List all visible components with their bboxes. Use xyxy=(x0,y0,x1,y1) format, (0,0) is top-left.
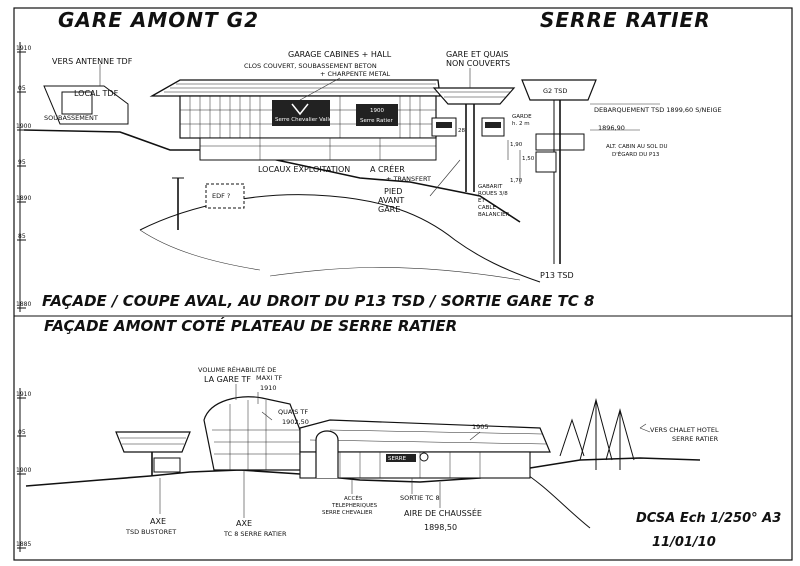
label-gabarit-3: ET xyxy=(478,198,485,204)
g2-tsd-label: G2 TSD xyxy=(543,87,567,95)
scale-tick-label: 1900 xyxy=(16,467,31,474)
label-antenna: VERS ANTENNE TDF xyxy=(52,57,133,66)
label-p13: P13 TSD xyxy=(540,271,574,280)
scale-tick-label: 1910 xyxy=(16,45,31,52)
top-elevation-drawing: Serre Chevalier Vallée 1900 Serre Ratier… xyxy=(23,50,722,283)
scale-tick-label: 85 xyxy=(18,233,26,240)
bottom-elevation-drawing: SERRE VOLUME RÉHABILITÉ DE LA GARE TF MA… xyxy=(25,365,719,538)
edf-label: EDF ? xyxy=(212,192,230,200)
chair-lift-seat xyxy=(153,457,181,473)
arched-entrance xyxy=(315,430,339,478)
label-aire-value: 1898,50 xyxy=(424,523,457,532)
facade-sign-right xyxy=(356,104,398,126)
label-local-tdf: LOCAL TDF xyxy=(74,89,119,98)
label-a-creer: A CRÉER xyxy=(370,163,405,174)
label-elevation-1905: 1905 xyxy=(472,423,489,431)
label-serre-ratier: SERRE RATIER xyxy=(672,435,719,443)
dimension-label: 1,70 xyxy=(510,178,523,184)
edf-box xyxy=(205,183,245,209)
scale-tick-label: 1880 xyxy=(16,301,31,308)
label-axe-tsd: AXE xyxy=(150,517,166,526)
scale-tick-label: 1910 xyxy=(16,391,31,398)
terrain-line xyxy=(23,129,521,223)
sheet-border xyxy=(13,7,793,561)
scale-tick-label: 05 xyxy=(18,429,26,436)
cabin-number: 28 xyxy=(458,128,465,134)
tsd-station xyxy=(115,431,191,453)
label-garde-value: h. 2 m xyxy=(512,121,530,127)
g2-tsd-head xyxy=(521,79,597,101)
drawing-date: 11/01/10 xyxy=(652,535,716,550)
bottom-section-title: FAÇADE AMONT COTÉ PLATEAU DE SERRE RATIE… xyxy=(44,316,457,335)
label-alt-cabin: ALT. CABIN AU SOL DU xyxy=(606,144,668,150)
label-gabarit: GABARIT xyxy=(478,184,503,190)
scale-tick-label: 1885 xyxy=(16,541,31,548)
label-debarquement: DEBARQUEMENT TSD 1899,60 S/NEIGE xyxy=(594,106,722,114)
dimension-label: 1,50 xyxy=(522,156,535,162)
label-elevation-1896: 1896,90 xyxy=(598,124,625,132)
label-charpente: + CHARPENTE METAL xyxy=(320,70,391,78)
sheet-title: GARE AMONT G2 xyxy=(58,8,259,32)
top-section-title: FAÇADE / COUPE AVAL, AU DROIT DU P13 TSD… xyxy=(42,292,594,310)
label-locaux: LOCAUX EXPLOITATION xyxy=(258,165,350,174)
label-gare-tf: LA GARE TF xyxy=(204,375,251,384)
label-gabarit-4: CABLE xyxy=(478,205,496,211)
label-acces: ACCÈS xyxy=(344,494,363,502)
scale-tick-label: 1900 xyxy=(16,123,31,130)
label-quais-tf: QUAIS TF xyxy=(278,408,308,416)
label-gare-quais: GARE ET QUAIS xyxy=(446,50,508,59)
label-quais-value: 1902,50 xyxy=(282,418,309,426)
label-pied: PIED xyxy=(384,187,402,196)
drawing-signature-scale: DCSA Ech 1/250° A3 xyxy=(636,511,781,526)
chair-lift-seat xyxy=(535,151,557,173)
label-garage: GARAGE CABINES + HALL xyxy=(288,50,392,59)
label-garde: GARDE xyxy=(512,114,532,120)
label-maxi-tf: MAXI TF xyxy=(256,374,282,382)
label-sortie-tc8: SORTIE TC 8 xyxy=(400,494,440,502)
label-vers-chalet: VERS CHALET HOTEL xyxy=(650,426,719,434)
label-gabarit-5: BALANCIER xyxy=(478,212,510,218)
main-roof xyxy=(299,419,551,453)
label-gabarit-2: ROUES 3/8 xyxy=(478,191,508,197)
label-telepheriques: TELEPHERIQUES xyxy=(331,503,378,509)
label-transfert: + TRANSFERT xyxy=(386,175,431,183)
building-base xyxy=(199,137,437,161)
tsd-station-roof xyxy=(432,87,516,105)
label-gare: GARE xyxy=(378,205,400,214)
site-name: SERRE RATIER xyxy=(540,8,711,32)
label-non-couverts: NON COUVERTS xyxy=(446,59,510,68)
label-axe-tc8-name: TC 8 SERRE RATIER xyxy=(223,530,287,538)
elevation-scale-bottom: 1910 05 1900 1885 xyxy=(16,388,31,552)
sign-text: Serre Chevalier Vallée xyxy=(275,116,336,123)
label-aire-chaussee: AIRE DE CHAUSSÉE xyxy=(404,507,482,518)
trees xyxy=(559,398,635,470)
label-axe-tc8: AXE xyxy=(236,519,252,528)
dimension-label: 1,90 xyxy=(510,142,523,148)
scale-tick-label: 05 xyxy=(18,85,26,92)
sign-text: 1900 xyxy=(370,108,384,114)
label-volume: VOLUME RÉHABILITÉ DE xyxy=(198,365,276,374)
sign-text: Serre Ratier xyxy=(360,118,393,124)
label-clos-couvert: CLOS COUVERT, SOUBASSEMENT BETON xyxy=(244,62,377,70)
label-serre-chevalier: SERRE CHEVALIER xyxy=(322,510,373,516)
scale-tick-label: 1890 xyxy=(16,195,31,202)
sign-text: SERRE xyxy=(388,456,407,462)
label-axe-tsd-name: TSD BUSTORET xyxy=(125,528,176,536)
elevation-scale-top: 1910 05 1900 95 1890 85 1880 xyxy=(16,42,31,312)
label-soubassement: SOUBASSEMENT xyxy=(44,114,98,122)
label-maxi-value: 1910 xyxy=(260,384,277,392)
label-avant: AVANT xyxy=(378,196,404,205)
scale-tick-label: 95 xyxy=(18,159,26,166)
label-alt-cabin-2: D'ÉGARD DU P13 xyxy=(612,150,660,158)
